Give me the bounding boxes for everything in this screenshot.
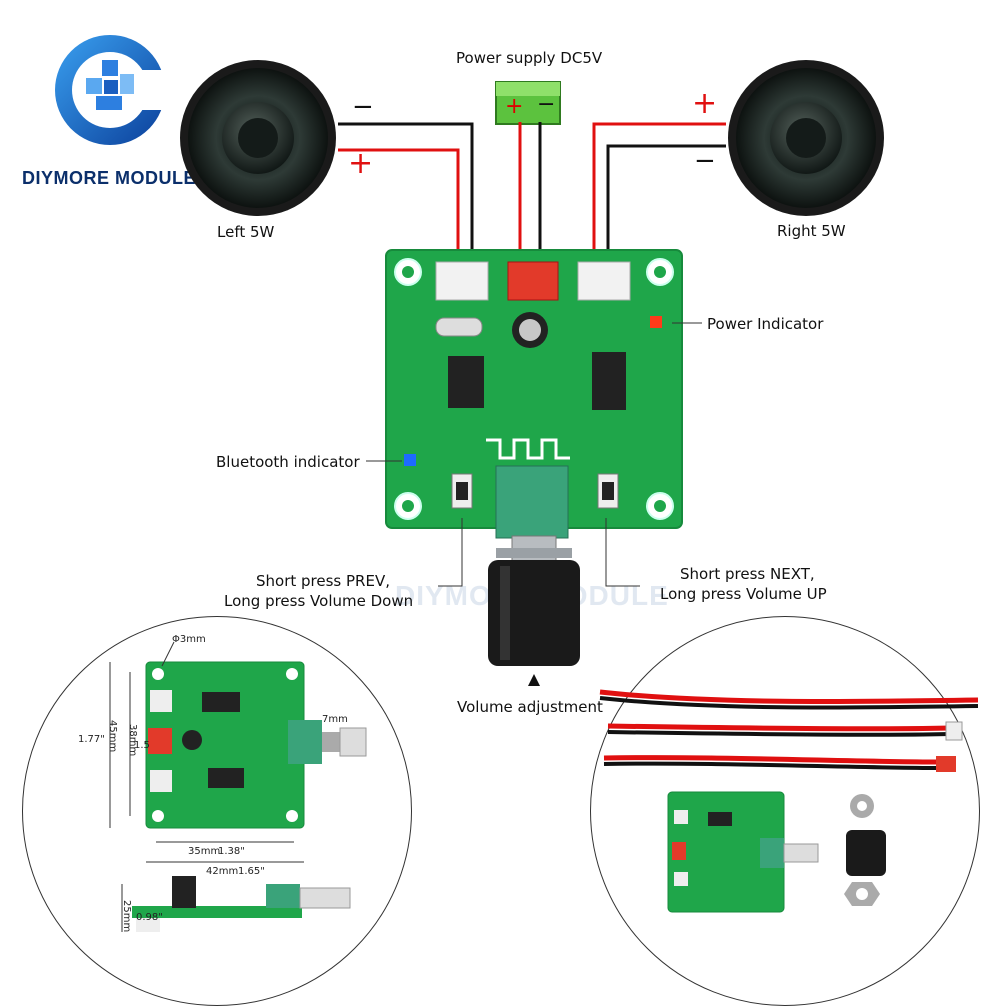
- left-speaker-label: Left 5W: [217, 223, 275, 241]
- next-label-line2: Long press Volume UP: [660, 585, 827, 603]
- dim-width-inner-mm: 35mm: [188, 846, 221, 857]
- volume-label: Volume adjustment: [457, 698, 603, 716]
- right-black-wire: [606, 144, 726, 262]
- dim-depth-mm: 25mm: [121, 900, 132, 933]
- power-led: [650, 316, 662, 328]
- dim-height-outer: 45mm: [107, 720, 118, 753]
- pcb-board: [385, 249, 683, 539]
- wiring-diagram: [180, 60, 884, 686]
- brand-logo-icon: [55, 35, 168, 145]
- right-plus: +: [692, 86, 718, 121]
- prev-label-line1: Short press PREV,: [256, 572, 390, 590]
- dim-hole-offset: 1.5: [134, 740, 150, 751]
- dim-depth-in: 0.98": [136, 912, 163, 923]
- dim-hole: Φ3mm: [172, 634, 206, 645]
- package-contents: [599, 689, 978, 913]
- left-plus: +: [348, 146, 374, 181]
- power-supply-label: Power supply DC5V: [456, 49, 603, 67]
- dim-height-in: 1.77": [78, 734, 105, 745]
- left-speaker: [180, 60, 336, 216]
- dim-width-outer-mm: 42mm: [206, 866, 239, 877]
- dim-width-outer-in: 1.65": [238, 866, 265, 877]
- right-minus: −: [694, 146, 716, 176]
- dimensions-drawing: [109, 641, 367, 932]
- bluetooth-indicator-label: Bluetooth indicator: [216, 453, 360, 471]
- brand-logo: [50, 30, 170, 150]
- power-indicator-label: Power Indicator: [707, 315, 824, 333]
- dim-shaft: 7mm: [322, 714, 348, 725]
- next-label-line1: Short press NEXT,: [680, 565, 815, 583]
- right-red-wire: [592, 122, 726, 262]
- right-speaker-label: Right 5W: [777, 222, 846, 240]
- bluetooth-led: [404, 454, 416, 466]
- dim-width-inner-in: 1.38": [218, 846, 245, 857]
- brand-name: DIYMORE MODULE: [22, 168, 197, 188]
- prev-label-line2: Long press Volume Down: [224, 592, 414, 610]
- left-red-wire: [338, 148, 460, 262]
- psu-minus: −: [537, 92, 556, 117]
- left-black-wire: [338, 122, 474, 262]
- right-speaker: [728, 60, 884, 216]
- left-minus: −: [352, 92, 374, 122]
- volume-pointer-icon: [528, 674, 540, 686]
- psu-plus: +: [505, 94, 524, 119]
- package-panel: [590, 616, 980, 1006]
- volume-knob: [488, 535, 580, 666]
- power-supply-block: [495, 81, 561, 125]
